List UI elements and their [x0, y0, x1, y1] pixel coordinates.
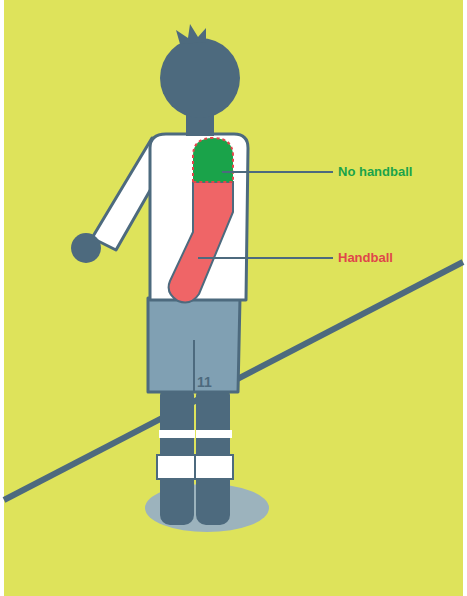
hair [176, 24, 206, 44]
sock-stripe [196, 430, 232, 438]
leader-line [198, 257, 333, 259]
sock-band [195, 455, 233, 479]
handball-zone [169, 182, 233, 302]
shirt-number: 11 [197, 375, 212, 389]
no-handball-zone [193, 138, 233, 182]
shorts [148, 298, 240, 392]
background [4, 0, 463, 596]
zone-label: No handball [338, 165, 412, 178]
shorts-seam [193, 340, 195, 392]
leader-line [222, 171, 333, 173]
head [160, 38, 240, 118]
sock-stripe [159, 430, 195, 438]
zone-label: Handball [338, 251, 393, 264]
sock-band [157, 455, 195, 479]
left-hand [71, 233, 101, 263]
